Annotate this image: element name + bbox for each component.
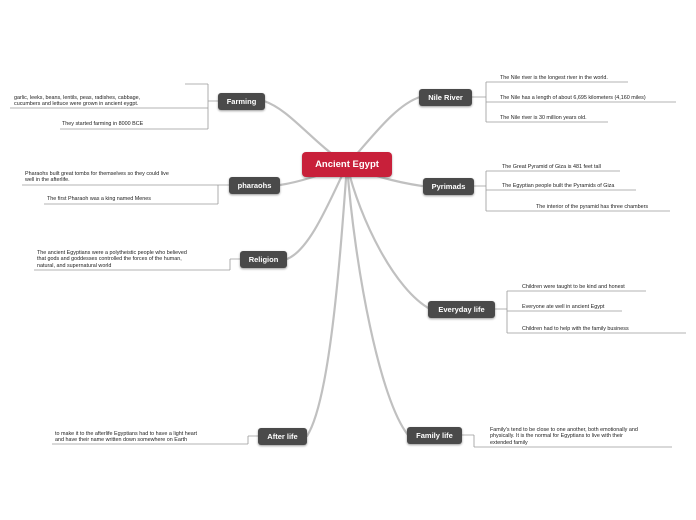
topic-farming[interactable]: Farming — [218, 93, 265, 110]
topic-everyday-life[interactable]: Everyday life — [428, 301, 495, 318]
connector-pharaohs — [22, 184, 229, 205]
branch-family-life — [345, 163, 410, 437]
branch-religion — [285, 163, 349, 261]
leaf-nile-age[interactable]: The Nile river is 30 million years old. — [500, 115, 587, 121]
connector-religion — [34, 258, 240, 271]
leaf-pyramid-height[interactable]: The Great Pyramid of Giza is 481 feet ta… — [502, 164, 601, 170]
leaf-family-close[interactable]: Family's tend to be close to one another… — [490, 427, 638, 446]
central-topic-ancient-egypt[interactable]: Ancient Egypt — [302, 152, 392, 177]
leaf-everyday-ate[interactable]: Everyone ate well in ancient Egypt — [522, 304, 605, 310]
leaf-after-life-heart[interactable]: to make it to the afterlife Egyptians ha… — [55, 431, 198, 444]
leaf-religion-polytheistic[interactable]: The ancient Egyptians were a polytheisti… — [37, 250, 187, 269]
leaf-everyday-business[interactable]: Children had to help with the family bus… — [522, 326, 629, 332]
leaf-pharaohs-menes[interactable]: The first Pharaoh was a king named Menes — [47, 196, 151, 202]
connector-pyrimads — [474, 170, 670, 212]
topic-after-life[interactable]: After life — [258, 428, 307, 445]
leaf-everyday-kind[interactable]: Children were taught to be kind and hone… — [522, 284, 625, 290]
connector-family-life — [462, 434, 672, 448]
leaf-pharaohs-tombs[interactable]: Pharaohs built great tombs for themselve… — [25, 171, 169, 184]
leaf-pyramid-builders[interactable]: The Egyptian people built the Pyramids o… — [502, 183, 615, 189]
leaf-nile-longest[interactable]: The Nile river is the longest river in t… — [500, 75, 608, 81]
leaf-pyramid-chambers[interactable]: The interior of the pyramid has three ch… — [536, 204, 649, 210]
connector-nile-river — [472, 81, 676, 123]
topic-nile-river[interactable]: Nile River — [419, 89, 472, 106]
topic-pyrimads[interactable]: Pyrimads — [423, 178, 474, 195]
leaf-farming-start[interactable]: They started farming in 8000 BCE — [62, 121, 144, 127]
branch-everyday-life — [345, 163, 432, 311]
leaf-nile-length[interactable]: The Nile has a length of about 6,695 kil… — [500, 95, 646, 101]
connector-everyday-life — [495, 290, 686, 334]
branch-after-life — [305, 163, 349, 438]
topic-family-life[interactable]: Family life — [407, 427, 462, 444]
topic-religion[interactable]: Religion — [240, 251, 287, 268]
connector-farming — [10, 83, 218, 130]
topic-pharaohs[interactable]: pharaohs — [229, 177, 280, 194]
leaf-farming-crops[interactable]: garlic, leeks, beans, lentils, peas, rad… — [14, 95, 141, 108]
connector-after-life — [52, 435, 258, 445]
